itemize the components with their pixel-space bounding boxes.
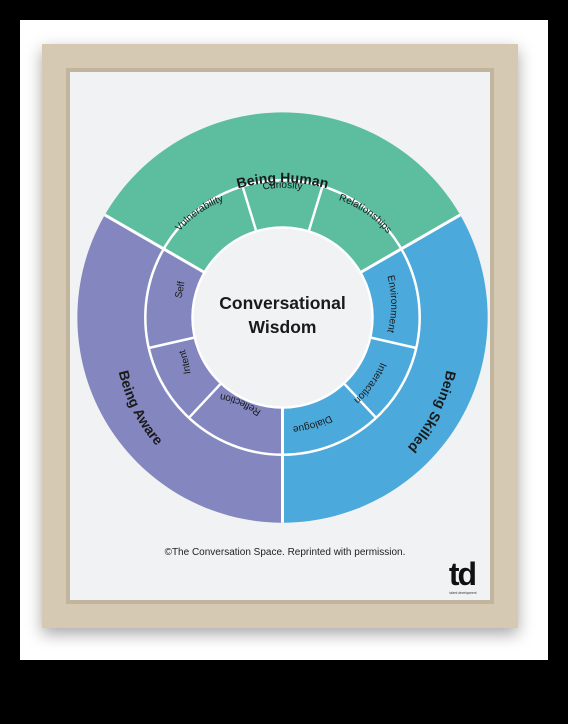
credit-line: ©The Conversation Space. Reprinted with … xyxy=(165,547,406,558)
td-logo-mark: td xyxy=(449,556,476,592)
inner-ring-aware xyxy=(145,248,283,455)
segment-being-human xyxy=(104,112,461,249)
center-title-line-2: Wisdom xyxy=(249,317,317,337)
segment-dividers xyxy=(104,213,461,523)
label-being-human: Being Human xyxy=(235,169,331,191)
td-logo-tagline: talent development xyxy=(450,591,477,595)
center-title: Conversational Wisdom xyxy=(219,293,345,337)
wisdom-wheel xyxy=(77,112,488,523)
center-hub xyxy=(193,228,372,407)
td-logo: td talent development xyxy=(449,556,478,595)
label-self: Self xyxy=(173,281,187,300)
sub-segment-dividers xyxy=(148,185,417,419)
label-environment: Environment xyxy=(384,274,399,334)
center-title-line-1: Conversational xyxy=(219,293,345,313)
inner-ring-skilled xyxy=(282,248,420,455)
label-curiosity: Curiosity xyxy=(262,180,303,193)
